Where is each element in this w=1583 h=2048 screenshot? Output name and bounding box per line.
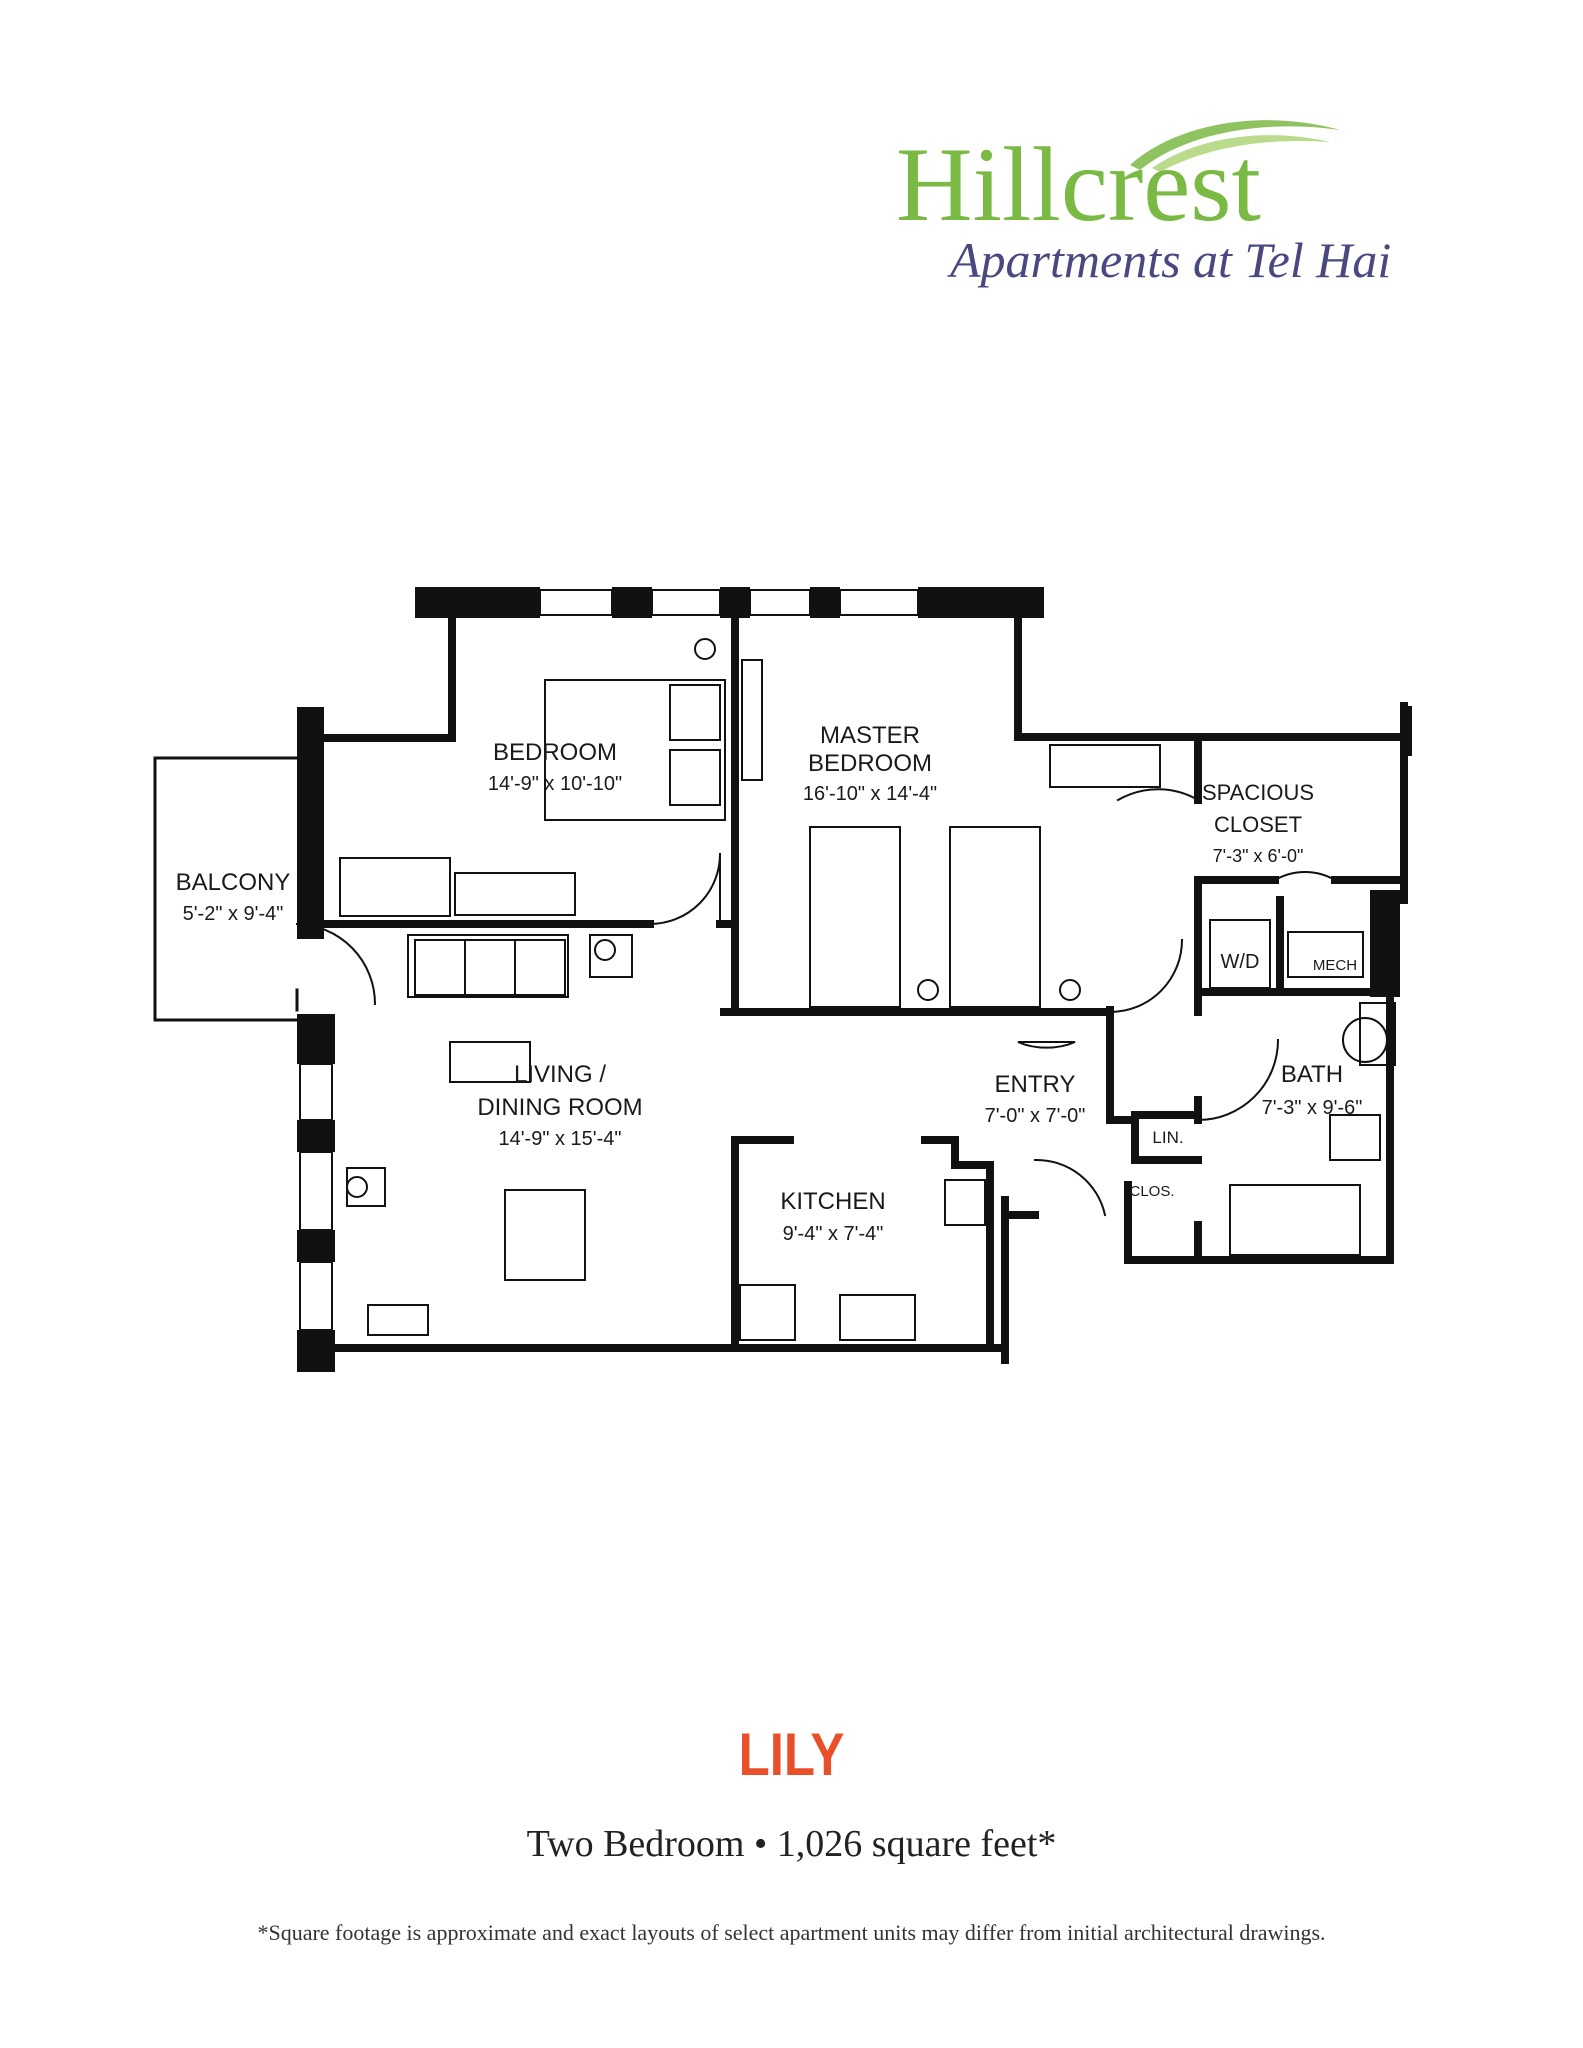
thick-walls — [297, 587, 1412, 1372]
master-name-2: BEDROOM — [808, 750, 932, 777]
lin-label: LIN. — [1152, 1128, 1183, 1147]
entry-name: ENTRY — [995, 1071, 1076, 1098]
wd-label: W/D — [1221, 951, 1260, 973]
logo-swoosh — [1130, 120, 1340, 172]
bath-name: BATH — [1281, 1061, 1343, 1088]
footnote: *Square footage is approximate and exact… — [257, 1920, 1326, 1945]
bath-size: 7'-3" x 9'-6" — [1262, 1097, 1363, 1119]
master-size: 16'-10" x 14'-4" — [803, 783, 937, 805]
living-name-1: LIVING / — [514, 1061, 606, 1088]
furniture — [339, 638, 1396, 1341]
wall-lines — [153, 614, 1408, 1364]
unit-description: Two Bedroom • 1,026 square feet* — [526, 1823, 1057, 1865]
room-labels: BEDROOM 14'-9" x 10'-10" MASTER BEDROOM … — [176, 722, 1363, 1245]
entry-size: 7'-0" x 7'-0" — [985, 1105, 1086, 1127]
balcony-name: BALCONY — [176, 869, 291, 896]
living-size: 14'-9" x 15'-4" — [498, 1128, 621, 1150]
clos-label: CLOS. — [1129, 1183, 1174, 1200]
windows — [299, 589, 919, 1331]
kitchen-size: 9'-4" x 7'-4" — [783, 1223, 884, 1245]
closet-name-1: SPACIOUS — [1202, 780, 1314, 805]
doors — [295, 788, 1337, 1217]
brand-name: Hillcrest — [896, 126, 1261, 243]
closet-name-2: CLOSET — [1214, 812, 1302, 837]
living-name-2: DINING ROOM — [477, 1094, 642, 1121]
closet-size: 7'-3" x 6'-0" — [1213, 846, 1304, 866]
master-name-1: MASTER — [820, 722, 920, 749]
brand-subtitle: Apartments at Tel Hai — [950, 232, 1392, 288]
bedroom-size: 14'-9" x 10'-10" — [488, 773, 622, 795]
unit-name: LILY — [738, 1721, 845, 1788]
balcony-size: 5'-2" x 9'-4" — [183, 903, 284, 925]
brand-logo: Hillcrest Apartments at Tel Hai — [890, 110, 1510, 300]
bedroom-name: BEDROOM — [493, 739, 617, 766]
kitchen-name: KITCHEN — [780, 1188, 885, 1215]
mech-label: MECH — [1313, 957, 1357, 974]
